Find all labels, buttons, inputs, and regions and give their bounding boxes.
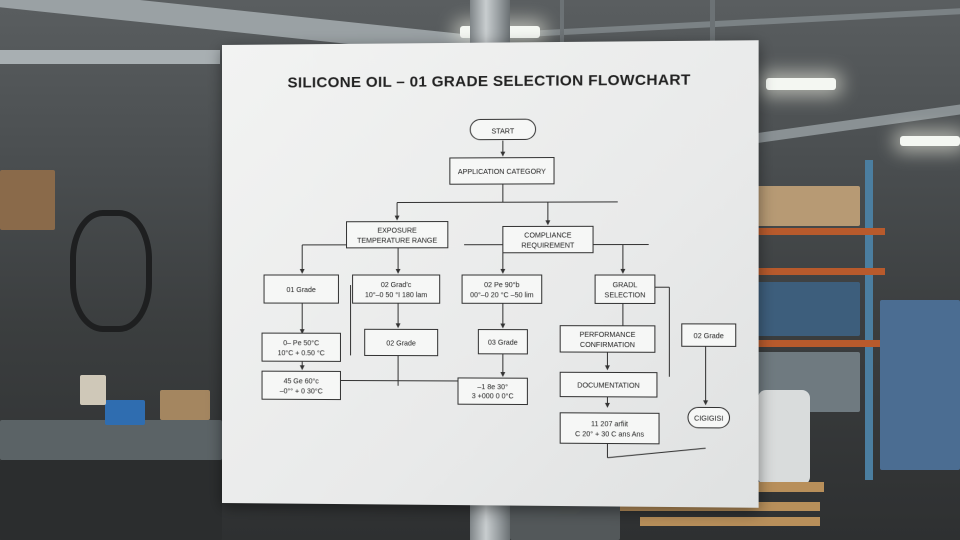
- compliance-label-1: COMPLIANCE: [524, 232, 572, 239]
- flowchart-poster: SILICONE OIL – 01 GRADE SELECTION FLOWCH…: [222, 40, 759, 508]
- exposure-label-1: EXPOSURE: [377, 228, 417, 235]
- final-label-2: C 20° + 30 C ans Ans: [575, 430, 645, 439]
- grade02-label: 02 Grade: [386, 340, 416, 347]
- ceiling-beam: [0, 50, 220, 64]
- ceiling-light: [900, 136, 960, 146]
- grade-selection-label-1: GRADL: [613, 282, 638, 289]
- shelf-post: [865, 160, 873, 480]
- grade01-label: 01 Grade: [287, 287, 316, 294]
- jar: [80, 375, 106, 405]
- stock-boxes: [750, 186, 860, 226]
- grade02c-sub-label: 10°–0 50 °I 180 lam: [365, 291, 428, 299]
- grade03-sub-label-2: 3 +000 0 0°C: [472, 392, 514, 400]
- performance-label-2: CONFIRMATION: [580, 342, 635, 349]
- grade-selection-label-2: SELECTION: [605, 292, 646, 299]
- temp1-label-1: 0– Pe 50°C: [283, 339, 319, 347]
- pallet: [640, 517, 820, 526]
- ceiling-light: [766, 78, 836, 90]
- temp1-label-2: 10°C + 0.50 °C: [278, 349, 325, 357]
- grade02-right-label: 02 Grade: [694, 333, 724, 340]
- temp2-label-2: –0°° + 0 30°C: [280, 387, 323, 395]
- exposure-label-2: TEMPERATURE RANGE: [357, 238, 437, 245]
- compliance-label-2: REQUIREMENT: [521, 243, 575, 250]
- box: [160, 390, 210, 420]
- shelf-beam: [745, 340, 885, 347]
- ceiling-beam: [510, 8, 960, 38]
- final-label-1: 11 207 arfiit: [591, 421, 628, 428]
- shelf-beam: [745, 228, 885, 235]
- grade02pe-sub-label: 00°–0 20 °C –50 lim: [470, 291, 534, 299]
- grade03-sub-label-1: –1 8e 30°: [477, 383, 508, 391]
- documentation-label: DOCUMENTATION: [577, 382, 639, 389]
- shelf-beam: [745, 268, 885, 275]
- stock-bins: [750, 282, 860, 336]
- grade02c-label: 02 Grad'c: [381, 282, 412, 289]
- grade02pe-label: 02 Pe 90°b: [484, 281, 520, 289]
- plastic-wrap: [758, 390, 810, 485]
- temp2-label-1: 45 Ge 60°c: [284, 377, 320, 385]
- bin-blue: [105, 400, 145, 425]
- final-node: [560, 413, 659, 444]
- machine: [880, 300, 960, 470]
- bench-legs: [0, 460, 222, 540]
- application-label: APPLICATION CATEGORY: [458, 169, 546, 176]
- workbench: [0, 420, 222, 460]
- cable-coil: [70, 210, 152, 332]
- start-label: START: [491, 128, 514, 135]
- end-label: CIGIGISI: [694, 416, 723, 423]
- grade03-label: 03 Grade: [488, 340, 518, 347]
- performance-label-1: PERFORMANCE: [580, 332, 636, 339]
- equipment: [0, 170, 55, 230]
- flowchart-diagram: START APPLICATION CATEGORY EXPOSURE TEMP…: [222, 40, 759, 508]
